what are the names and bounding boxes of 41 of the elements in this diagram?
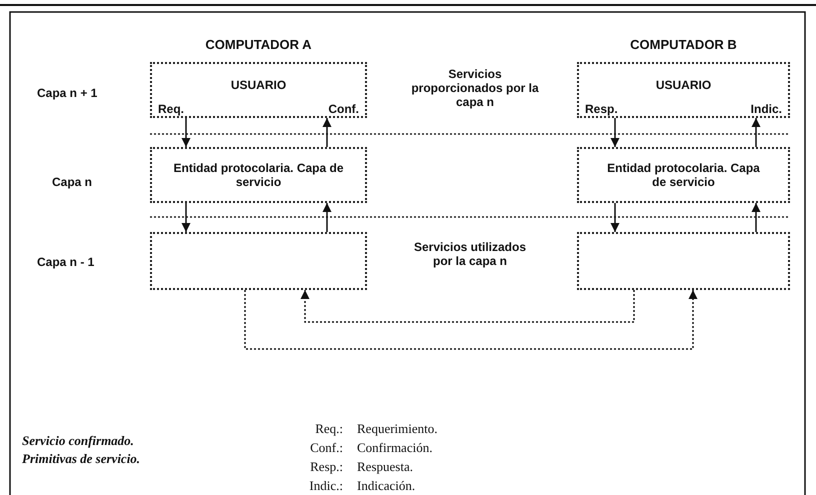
arrow (182, 118, 190, 147)
arrow (752, 203, 760, 232)
layer-label: Capa n - 1 (37, 255, 94, 269)
arrow (182, 203, 190, 232)
abbreviation: Resp.: (309, 459, 343, 475)
layer-title: USUARIO (654, 78, 712, 92)
primitive-label: Indic. (750, 102, 782, 116)
arrow (322, 118, 332, 147)
layer-box (577, 62, 790, 118)
abbreviation-meaning: Requerimiento. (357, 421, 438, 437)
computer-heading: COMPUTADOR A (204, 38, 313, 52)
abbreviation-meaning: Indicación. (357, 478, 416, 494)
arrow (752, 118, 760, 147)
primitive-label: Resp. (585, 102, 618, 116)
arrow (610, 118, 620, 147)
abbreviation: Conf.: (309, 440, 343, 456)
figure-caption: Servicio confirmado. (22, 433, 134, 449)
arrow (300, 290, 635, 323)
primitive-label: Req. (158, 102, 184, 116)
layer-title: Entidad protocolaria. Capa de servicio (606, 161, 761, 189)
empty-layer-box (150, 232, 367, 290)
layer-box (150, 147, 367, 203)
primitive-label: Conf. (328, 102, 359, 116)
figure-caption: Primitivas de servicio. (22, 451, 140, 467)
arrow (322, 203, 332, 232)
layer-title: USUARIO (230, 78, 288, 92)
layer-box (150, 62, 367, 118)
arrow (610, 203, 620, 232)
abbreviation-meaning: Respuesta. (357, 459, 413, 475)
abbreviation: Indic.: (308, 478, 343, 494)
service-note: Servicios proporcionados por la capa n (410, 67, 540, 109)
arrow (244, 290, 698, 350)
layer-box (577, 147, 790, 203)
abbreviation: Req.: (314, 421, 343, 437)
layer-label: Capa n (52, 175, 92, 189)
computer-heading: COMPUTADOR B (629, 38, 738, 52)
abbreviation-meaning: Confirmación. (357, 440, 432, 456)
layer-title: Entidad protocolaria. Capa de servicio (172, 161, 345, 189)
layer-label: Capa n + 1 (37, 86, 98, 100)
service-note: Servicios utilizados por la capa n (412, 240, 528, 268)
empty-layer-box (577, 232, 790, 290)
